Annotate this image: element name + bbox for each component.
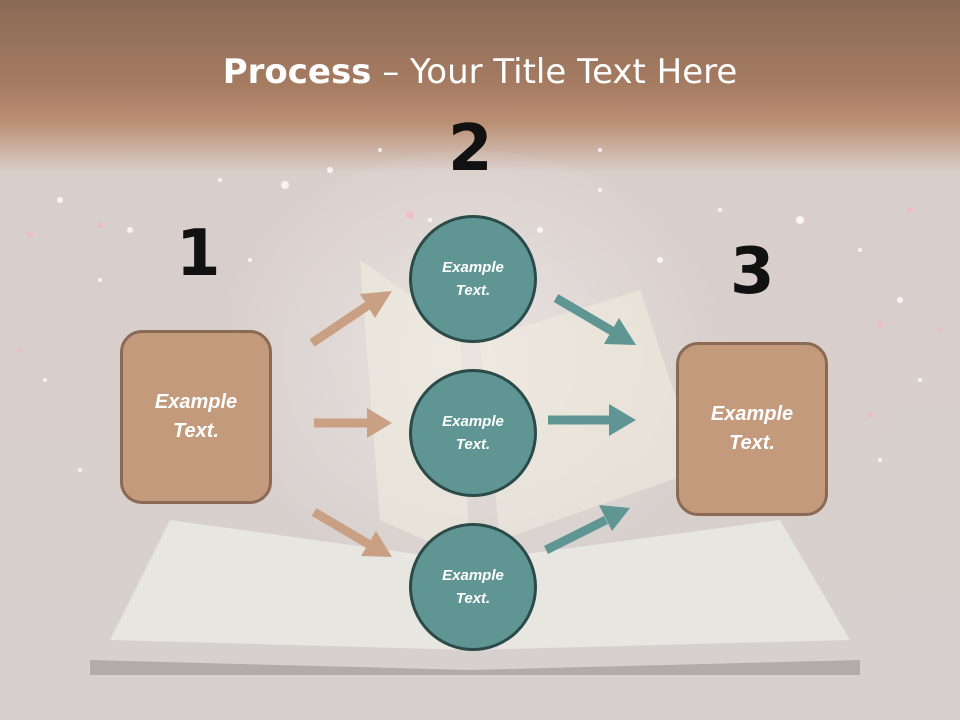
arrow-top-to-right [553,294,636,345]
page-title: Process – Your Title Text Here [0,52,960,92]
arrow-left-to-top [309,291,392,347]
step-number-1: 1 [176,217,221,291]
step-1-box: Example Text. [120,330,272,504]
arrow-left-to-bottom [311,508,392,557]
step-1-text: Example Text. [154,391,238,442]
step-2-circle-top: Example Text. [409,215,537,343]
step-3-box: Example Text. [676,342,828,516]
step-number-2: 2 [448,112,493,186]
step-2-circle-middle: Example Text. [409,369,537,497]
title-bold: Process [222,52,372,92]
arrow-left-to-middle [314,408,392,438]
arrow-bottom-to-right [543,505,630,555]
circle-middle-text: Example Text. [442,413,504,453]
step-number-3: 3 [730,235,775,309]
title-rest: – Your Title Text Here [371,52,738,92]
circle-bottom-text: Example Text. [442,567,504,607]
step-3-text: Example Text. [710,403,794,454]
arrow-middle-to-right [548,404,636,436]
circle-top-text: Example Text. [442,259,504,299]
step-2-circle-bottom: Example Text. [409,523,537,651]
